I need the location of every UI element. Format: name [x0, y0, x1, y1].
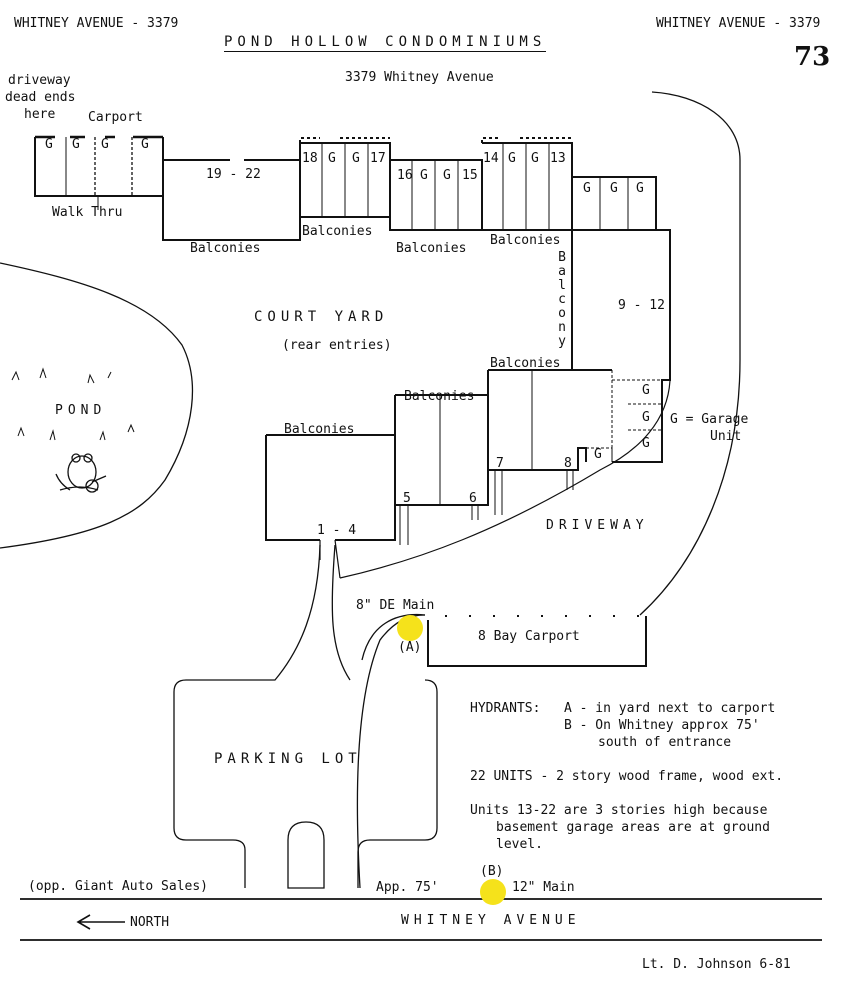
page-number: 73 — [794, 42, 831, 72]
carport-label: Carport — [88, 110, 143, 125]
balconies-label: Balconies — [490, 233, 561, 248]
entrance-island — [287, 821, 325, 889]
app-75-label: App. 75' — [376, 880, 439, 895]
unit-7-label: 7 — [496, 456, 504, 471]
court-yard-label: COURT YARD — [254, 309, 389, 325]
garage-mark: G — [583, 181, 591, 196]
de-main-label: 8" DE Main — [356, 598, 435, 613]
main-12-label: 12" Main — [512, 880, 575, 895]
north-arrow — [76, 914, 125, 930]
street-label: WHITNEY AVENUE — [401, 913, 581, 928]
unit-17-label: 17 — [370, 151, 386, 166]
garage-mark: G — [642, 410, 650, 425]
garage-mark: G — [72, 137, 80, 152]
balcony-vertical-label: Balcony — [558, 250, 566, 349]
building-top-row — [34, 135, 657, 241]
address-label: 3379 Whitney Avenue — [345, 70, 494, 85]
balconies-label: Balconies — [302, 224, 373, 239]
unit-15-label: 15 — [462, 168, 478, 183]
garage-mark: G — [101, 137, 109, 152]
garage-mark: G — [610, 181, 618, 196]
balconies-label: Balconies — [490, 356, 561, 371]
unit-16-label: 16 — [397, 168, 413, 183]
garage-mark: G — [352, 151, 360, 166]
balconies-label: Balconies — [190, 241, 261, 256]
garage-legend-line-1: G = Garage — [670, 412, 749, 427]
signature-label: Lt. D. Johnson 6-81 — [642, 957, 791, 972]
header-right-ref: WHITNEY AVENUE - 3379 — [656, 16, 821, 31]
driveway-label: DRIVEWAY — [546, 518, 649, 533]
units-1-4-label: 1 - 4 — [317, 523, 357, 538]
unit-14-label: 14 — [483, 151, 499, 166]
garage-mark: G — [636, 181, 644, 196]
garage-legend-line-2: Unit — [710, 429, 742, 444]
units-note: 22 UNITS - 2 story wood frame, wood ext. — [470, 769, 784, 784]
dead-end-line-3: here — [24, 107, 56, 122]
unit-18-label: 18 — [302, 151, 318, 166]
units-19-22-label: 19 - 22 — [206, 167, 261, 182]
garage-mark: G — [45, 137, 53, 152]
pond-label: POND — [55, 403, 107, 418]
hydrant-a-marker — [397, 615, 423, 641]
stories-note-1: Units 13-22 are 3 stories high because — [470, 803, 768, 818]
units-9-12-label: 9 - 12 — [618, 298, 665, 313]
unit-6-label: 6 — [469, 491, 477, 506]
garage-mark: G — [328, 151, 336, 166]
carport-8-bay — [427, 616, 647, 667]
hydrant-b-marker — [480, 879, 506, 905]
garage-mark: G — [420, 168, 428, 183]
hydrant-b-label: (B) — [480, 864, 504, 879]
carport-access-road — [361, 613, 426, 661]
unit-5-label: 5 — [403, 491, 411, 506]
hydrant-a-note: A - in yard next to carport — [564, 701, 776, 716]
hydrant-a-label: (A) — [398, 640, 422, 655]
grass-marks — [11, 367, 135, 441]
dead-end-line-2: dead ends — [5, 90, 76, 105]
garage-mark: G — [594, 447, 602, 462]
north-label: NORTH — [130, 915, 170, 930]
opposite-label: (opp. Giant Auto Sales) — [28, 879, 209, 894]
hydrant-b-note: B - On Whitney approx 75' — [564, 718, 760, 733]
unit-13-label: 13 — [550, 151, 566, 166]
dead-end-line-1: driveway — [8, 73, 71, 88]
garage-mark: G — [508, 151, 516, 166]
stories-note-2: basement garage areas are at ground — [496, 820, 770, 835]
page-title: POND HOLLOW CONDOMINIUMS — [224, 34, 547, 52]
garage-mark: G — [642, 383, 650, 398]
balconies-label: Balconies — [284, 422, 355, 437]
carport-8-bay-label: 8 Bay Carport — [478, 629, 580, 644]
walk-thru-label: Walk Thru — [52, 205, 123, 220]
frog-doodle — [55, 453, 107, 493]
driveway-inner-edge — [339, 379, 671, 579]
unit-8-label: 8 — [564, 456, 572, 471]
stories-note-3: level. — [496, 837, 543, 852]
rear-entries-label: (rear entries) — [282, 338, 392, 353]
garage-mark: G — [531, 151, 539, 166]
balconies-label: Balconies — [404, 389, 475, 404]
hydrant-b-note-2: south of entrance — [598, 735, 732, 750]
pond-outline — [0, 262, 194, 549]
header-left-ref: WHITNEY AVENUE - 3379 — [14, 16, 179, 31]
parking-lot-label: PARKING LOT — [214, 751, 362, 767]
garage-mark: G — [443, 168, 451, 183]
garage-mark: G — [642, 436, 650, 451]
hydrants-heading: HYDRANTS: — [470, 701, 541, 716]
balconies-label: Balconies — [396, 241, 467, 256]
building-lower-row — [265, 229, 671, 579]
garage-mark: G — [141, 137, 149, 152]
parking-lot-outline — [173, 544, 438, 888]
